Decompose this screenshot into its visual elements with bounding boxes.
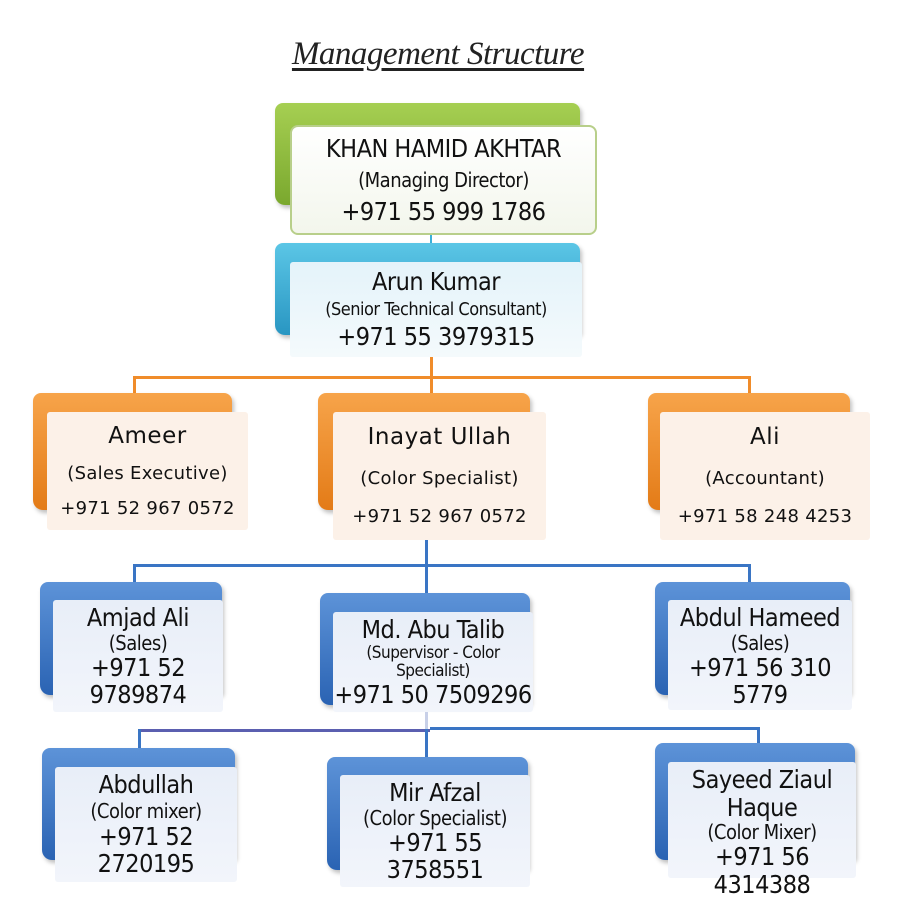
node-card: Arun Kumar (Senior Technical Consultant)… (290, 262, 582, 357)
connector-line (430, 352, 433, 378)
connector-line (425, 729, 428, 759)
connector-line (425, 538, 428, 566)
node-name: Md. Abu Talib (361, 615, 505, 644)
connector-line (133, 376, 136, 394)
connector-line (138, 729, 430, 732)
node-phone: +971 52 9789874 (89, 652, 187, 709)
node-role: (Sales) (108, 630, 168, 655)
node-role: (Color mixer) (90, 798, 202, 823)
node-name: Sayeed Ziaul Haque (691, 765, 833, 822)
node-role: (Managing Director) (358, 168, 529, 192)
node-phone: +971 56 310 5779 (688, 652, 832, 709)
node-role: (Color Mixer) (707, 820, 817, 844)
node-role: (Sales Executive) (67, 462, 228, 484)
node-name: Arun Kumar (372, 267, 500, 297)
node-role: (Color Specialist) (360, 467, 519, 489)
node-phone: +971 52 967 0572 (60, 497, 235, 519)
node-card: Abdul Hameed (Sales) +971 56 310 5779 (668, 600, 852, 710)
node-card: Amjad Ali (Sales) +971 52 9789874 (53, 600, 223, 712)
node-name: KHAN HAMID AKHTAR (325, 133, 562, 163)
node-role: (Color Specialist) (363, 805, 508, 830)
node-phone: +971 50 7509296 (334, 679, 532, 709)
node-phone: +971 55 3979315 (337, 322, 535, 352)
connector-line (430, 232, 432, 246)
node-card: Abdullah (Color mixer) +971 52 2720195 (55, 767, 237, 882)
node-phone: +971 56 4314388 (713, 842, 811, 899)
node-phone: +971 58 248 4253 (677, 505, 853, 527)
node-name: Amjad Ali (86, 603, 190, 632)
node-phone: +971 55 999 1786 (341, 197, 546, 226)
node-name: Inayat Ullah (367, 424, 512, 451)
node-card: Inayat Ullah (Color Specialist) +971 52 … (333, 412, 546, 540)
node-name: Ali (749, 424, 780, 451)
node-card: KHAN HAMID AKHTAR (Managing Director) +9… (290, 125, 597, 235)
chart-title: Management Structure (0, 36, 876, 73)
node-phone: +971 55 3758551 (386, 827, 484, 884)
connector-line (748, 564, 751, 583)
node-card: Mir Afzal (Color Specialist) +971 55 375… (340, 775, 530, 887)
node-name: Mir Afzal (389, 778, 481, 807)
node-role: (Senior Technical Consultant) (325, 298, 547, 320)
node-name: Abdul Hameed (679, 603, 841, 632)
node-card: Ameer (Sales Executive) +971 52 967 0572 (47, 412, 248, 530)
connector-line (748, 376, 751, 394)
title-text: Management Structure (291, 36, 585, 72)
connector-line (133, 564, 751, 567)
node-role: (Supervisor - Color Specialist) (366, 642, 500, 682)
connector-line (425, 705, 428, 730)
connector-line (757, 727, 760, 745)
connector-line (430, 376, 433, 394)
connector-line (425, 564, 428, 594)
node-card: Sayeed Ziaul Haque (Color Mixer) +971 56… (668, 762, 856, 898)
connector-line (133, 564, 136, 583)
node-role: (Sales) (730, 630, 790, 655)
connector-line (430, 727, 760, 730)
node-card: Md. Abu Talib (Supervisor - Color Specia… (333, 612, 533, 712)
connector-line (133, 376, 751, 379)
node-name: Abdullah (98, 770, 194, 800)
node-phone: +971 52 967 0572 (352, 505, 527, 527)
node-phone: +971 52 2720195 (97, 821, 195, 879)
node-role: (Accountant) (705, 467, 825, 489)
node-card: Ali (Accountant) +971 58 248 4253 (660, 412, 870, 540)
connector-line (138, 729, 141, 749)
node-name: Ameer (108, 422, 187, 449)
